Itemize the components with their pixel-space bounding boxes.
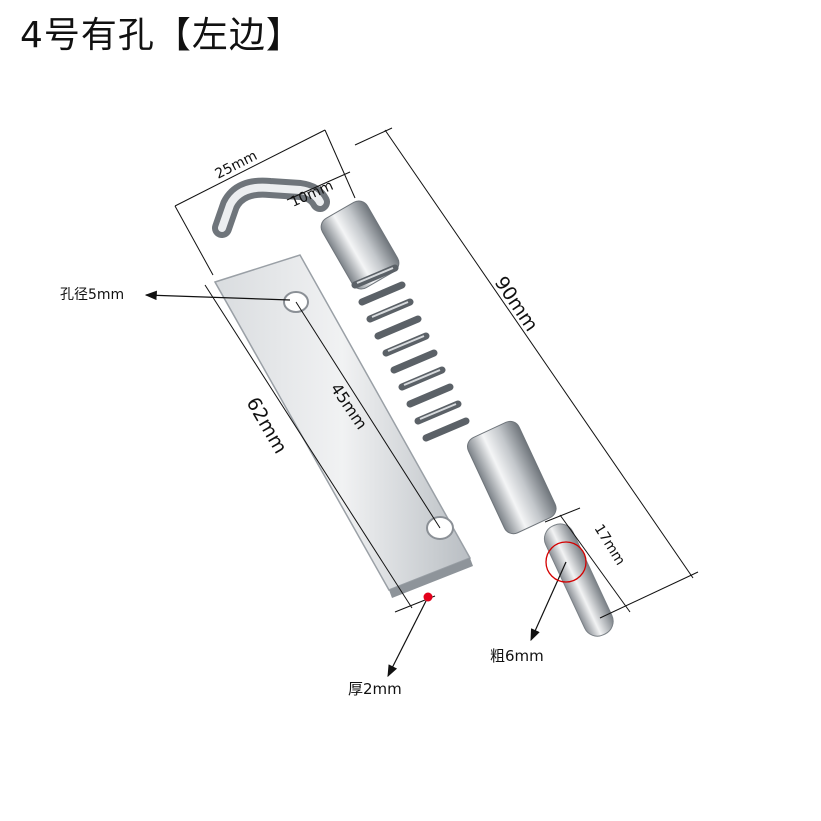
hinge-plate xyxy=(213,254,473,598)
thickness-marker-dot xyxy=(423,592,433,602)
pin-handle xyxy=(212,177,330,238)
pin-diameter-label: 粗6mm xyxy=(490,647,544,665)
width-label: 25mm xyxy=(213,148,260,183)
length-label: 90mm xyxy=(490,272,542,335)
spring-barrel xyxy=(320,200,557,535)
pin-length-label: 17mm xyxy=(591,522,628,569)
hole-diameter-label: 孔径5mm xyxy=(60,287,124,303)
pin-diameter-circle xyxy=(545,541,587,583)
thickness-label: 厚2mm xyxy=(348,680,402,698)
pin-end xyxy=(543,523,614,637)
page-title: 4号有孔【左边】 xyxy=(20,15,303,56)
